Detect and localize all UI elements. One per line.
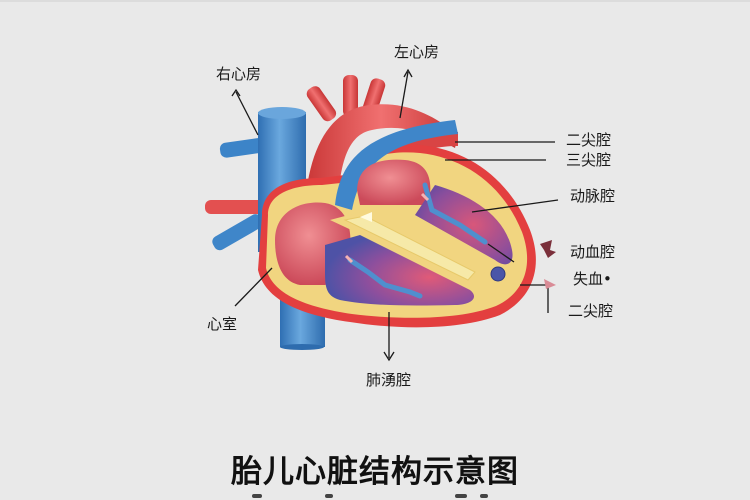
label-blood-chamber: 动血腔 (570, 243, 616, 261)
aortic-arch (304, 104, 458, 250)
label-valve-2: 三尖腔 (566, 151, 612, 169)
top-border (0, 0, 750, 2)
cropped-subtitle (230, 492, 530, 500)
label-artery-chamber: 动脉腔 (570, 187, 616, 205)
label-ventricle: 心室 (207, 315, 238, 333)
label-pulmonary: 肺湧腔 (366, 371, 412, 389)
label-valve-3: 二尖腔 (568, 302, 614, 320)
diagram-title: 胎儿心脏结构示意图 (231, 454, 519, 490)
label-lost-blood: 失血• (573, 270, 612, 288)
label-valve-1: 二尖腔 (566, 131, 612, 149)
foramen-circle (490, 266, 506, 282)
lower-ventricle (325, 235, 475, 306)
label-left-atrium: 左心房 (394, 43, 440, 61)
left-atrium-chamber (357, 159, 431, 205)
label-right-atrium: 右心房 (216, 65, 262, 83)
